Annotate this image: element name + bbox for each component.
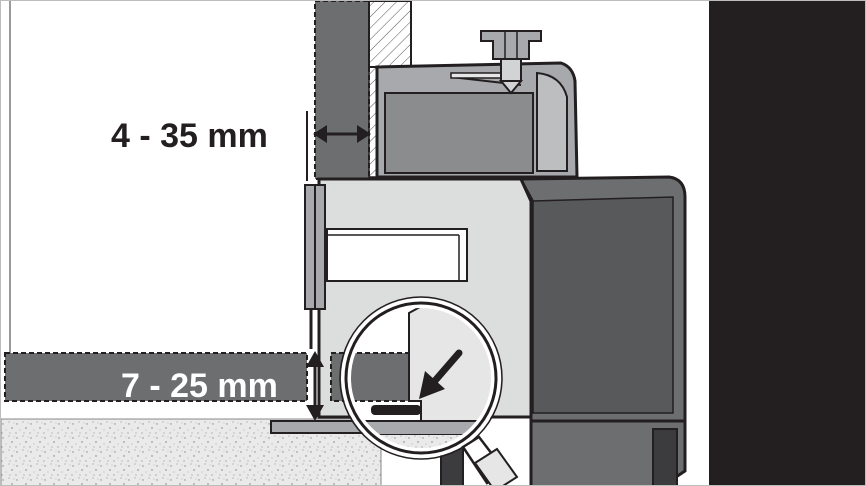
dimension-label-bottom: 7 - 25 mm xyxy=(121,367,278,405)
hatched-wall xyxy=(368,1,412,68)
pointer-arrow-icon xyxy=(419,349,463,399)
dimension-label-top: 4 - 35 mm xyxy=(111,117,268,155)
magnifier-handle xyxy=(461,435,519,485)
double-arrow-horizontal-icon xyxy=(313,125,371,143)
wall-panel xyxy=(314,1,370,180)
body-slot xyxy=(326,228,468,282)
dark-side-panel xyxy=(709,1,865,485)
floor-plank xyxy=(4,352,308,402)
double-arrow-vertical-icon xyxy=(306,351,324,421)
screw-icon xyxy=(480,30,542,95)
